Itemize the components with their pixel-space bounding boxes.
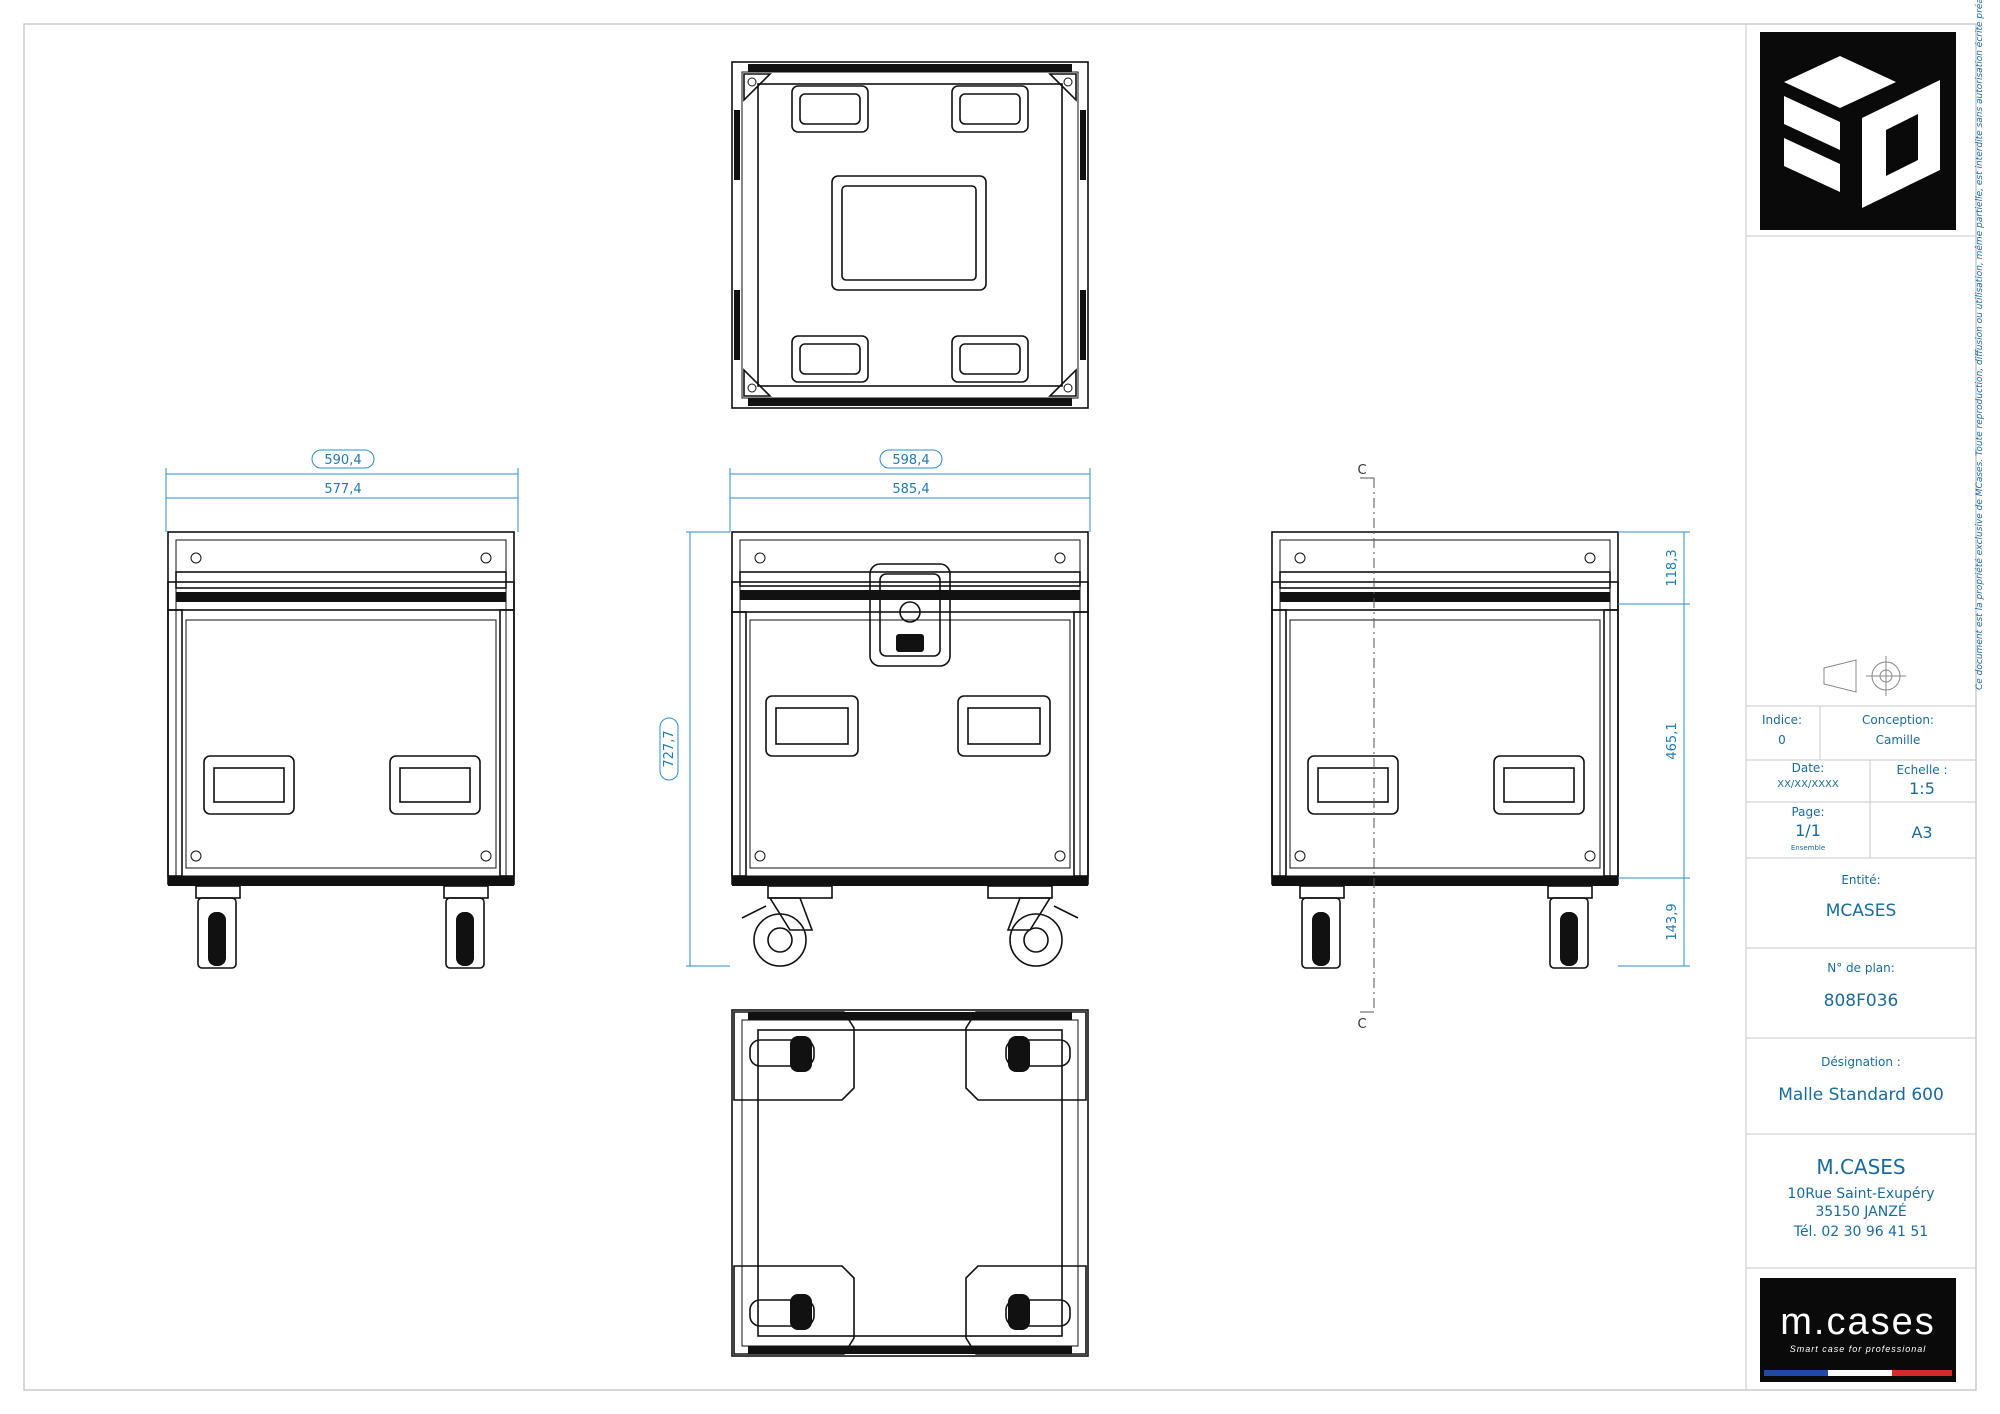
section-label-top: C bbox=[1357, 463, 1366, 478]
sheet-border bbox=[23, 23, 1977, 1391]
company-address-line1: 10Rue Saint-Exupéry bbox=[1787, 1186, 1934, 1202]
page-label: Page: bbox=[1791, 805, 1824, 819]
company-address-line2: 35150 JANZÉ bbox=[1815, 1203, 1906, 1220]
page-value: 1/1 bbox=[1795, 821, 1821, 840]
echelle-value: 1:5 bbox=[1909, 779, 1935, 798]
entite-label: Entité: bbox=[1841, 873, 1880, 887]
projection-symbol-icon bbox=[1823, 656, 1906, 696]
entite-value: MCASES bbox=[1826, 901, 1897, 921]
logo-wordmark: m.cases bbox=[1780, 1301, 1935, 1343]
designation-value: Malle Standard 600 bbox=[1778, 1085, 1944, 1105]
left-view-dimensions: 590,4 577,4 bbox=[165, 449, 519, 532]
front-view bbox=[731, 531, 1089, 967]
format-value: A3 bbox=[1911, 823, 1932, 842]
company-name: M.CASES bbox=[1816, 1155, 1905, 1179]
right-view-body-height: 465,1 bbox=[1665, 722, 1680, 759]
right-view-wheel-height: 143,9 bbox=[1665, 903, 1680, 940]
front-view-height: 727,7 bbox=[662, 730, 677, 767]
right-side-view bbox=[1271, 531, 1619, 969]
legal-notice: Ce document est la propriété exclusive d… bbox=[1974, 0, 1985, 690]
front-view-dimensions: 598,4 585,4 727,7 bbox=[659, 449, 1091, 967]
indice-value: 0 bbox=[1778, 733, 1786, 747]
right-view-dimensions: 118,3 465,1 143,9 bbox=[1618, 531, 1690, 967]
title-block: Ce document est la propriété exclusive d… bbox=[1745, 0, 1985, 1390]
date-value: XX/XX/XXXX bbox=[1777, 779, 1839, 790]
front-view-width-total: 598,4 bbox=[892, 453, 929, 468]
bottom-view bbox=[731, 1009, 1089, 1357]
section-label-bottom: C bbox=[1357, 1017, 1366, 1032]
designation-label: Désignation : bbox=[1821, 1055, 1901, 1069]
left-view-width-inner: 577,4 bbox=[324, 482, 361, 497]
page-sub: Ensemble bbox=[1791, 844, 1825, 852]
plan-label: N° de plan: bbox=[1827, 961, 1895, 975]
conception-value: Camille bbox=[1876, 733, 1921, 747]
left-side-view bbox=[167, 531, 515, 969]
logo-tagline: Smart case for professional bbox=[1790, 1344, 1927, 1354]
left-view-width-total: 590,4 bbox=[324, 453, 361, 468]
echelle-label: Echelle : bbox=[1896, 763, 1947, 777]
right-view-lid-height: 118,3 bbox=[1665, 549, 1680, 586]
mcases-logo: m.cases Smart case for professional bbox=[1760, 1278, 1956, 1382]
plan-value: 808F036 bbox=[1824, 991, 1899, 1011]
company-phone: Tél. 02 30 96 41 51 bbox=[1793, 1224, 1928, 1240]
front-view-width-inner: 585,4 bbox=[892, 482, 929, 497]
date-label: Date: bbox=[1792, 761, 1825, 775]
top-view bbox=[731, 61, 1089, 409]
conception-label: Conception: bbox=[1862, 713, 1934, 727]
section-line: C C bbox=[1357, 463, 1375, 1032]
indice-label: Indice: bbox=[1762, 713, 1802, 727]
